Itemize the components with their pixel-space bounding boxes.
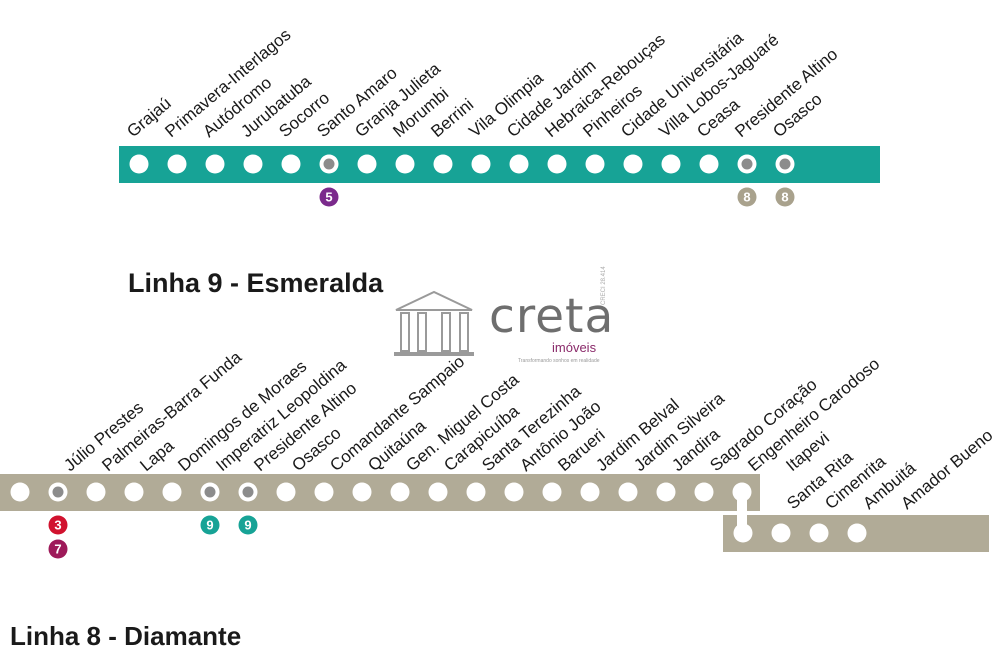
line8-connection-badge-label: 3	[54, 518, 61, 533]
line9-station-transfer-mark	[323, 158, 335, 170]
line8-station	[656, 482, 676, 502]
watermark-brand: creta	[489, 289, 615, 344]
line8-connection-badge	[200, 515, 220, 535]
line8-station	[466, 482, 486, 502]
line9-station	[395, 154, 415, 174]
line8-branch-station	[733, 523, 753, 543]
line9-station	[509, 154, 529, 174]
line9-station	[547, 154, 567, 174]
line9-title: Linha 9 - Esmeralda	[128, 268, 384, 298]
line8-branch-connector	[737, 490, 747, 535]
line8-station-transfer-mark	[242, 486, 254, 498]
watermark-building-column	[459, 312, 469, 352]
line8-band	[0, 474, 760, 511]
line9-station	[243, 154, 263, 174]
line8-station	[732, 482, 752, 502]
line9-station	[357, 154, 377, 174]
line8-station	[428, 482, 448, 502]
line9-station	[433, 154, 453, 174]
line9-connection-badge-label: 8	[781, 190, 788, 205]
line9-station	[699, 154, 719, 174]
line8-station	[542, 482, 562, 502]
watermark-tagline: Transformando sonhos em realidade	[518, 358, 600, 364]
line9-connection-badge	[319, 187, 339, 207]
line9-connection-badge	[737, 187, 757, 207]
line8-connection-badge	[48, 539, 68, 559]
line8-station	[580, 482, 600, 502]
line9-station	[585, 154, 605, 174]
watermark-building-roof	[395, 290, 473, 311]
line8-connection-badge	[48, 515, 68, 535]
watermark-building-column	[417, 312, 427, 352]
line9-connection-badge	[775, 187, 795, 207]
line8-station	[162, 482, 182, 502]
line9-connection-badge-label: 8	[743, 190, 750, 205]
line8-station	[276, 482, 296, 502]
line8-station	[694, 482, 714, 502]
line8-station	[770, 482, 790, 502]
line8-branch-station	[771, 523, 791, 543]
line8-station	[390, 482, 410, 502]
watermark-side: CRECI 28.414	[601, 266, 607, 305]
line8-station	[124, 482, 144, 502]
line8-branch-station	[847, 523, 867, 543]
line8-station-transfer-mark	[204, 486, 216, 498]
line8-title: Linha 8 - Diamante	[10, 621, 242, 651]
line9-station	[623, 154, 643, 174]
watermark-sub: imóveis	[552, 340, 597, 355]
line8-branch-station	[809, 523, 829, 543]
line9-station	[661, 154, 681, 174]
line8-station	[86, 482, 106, 502]
line9-connection-badge-label: 5	[325, 190, 332, 205]
watermark-building-column	[441, 312, 451, 352]
line8-station	[618, 482, 638, 502]
line8-station	[314, 482, 334, 502]
line8-station	[10, 482, 30, 502]
line8-connection-badge	[238, 515, 258, 535]
line9-station-transfer-mark	[741, 158, 753, 170]
line9-station	[205, 154, 225, 174]
watermark-building-column	[400, 312, 410, 352]
line8-station	[504, 482, 524, 502]
line9-band	[119, 146, 880, 183]
line8-connection-badge-label: 7	[54, 542, 61, 557]
line8-station-transfer-mark	[52, 486, 64, 498]
line9-station-transfer-mark	[779, 158, 791, 170]
line8-connection-badge-label: 9	[206, 518, 213, 533]
line8-connection-badge-label: 9	[244, 518, 251, 533]
line9-station	[471, 154, 491, 174]
line9-station	[167, 154, 187, 174]
line8-station	[352, 482, 372, 502]
line9-station	[129, 154, 149, 174]
watermark-building-base	[394, 352, 474, 356]
line9-station	[281, 154, 301, 174]
